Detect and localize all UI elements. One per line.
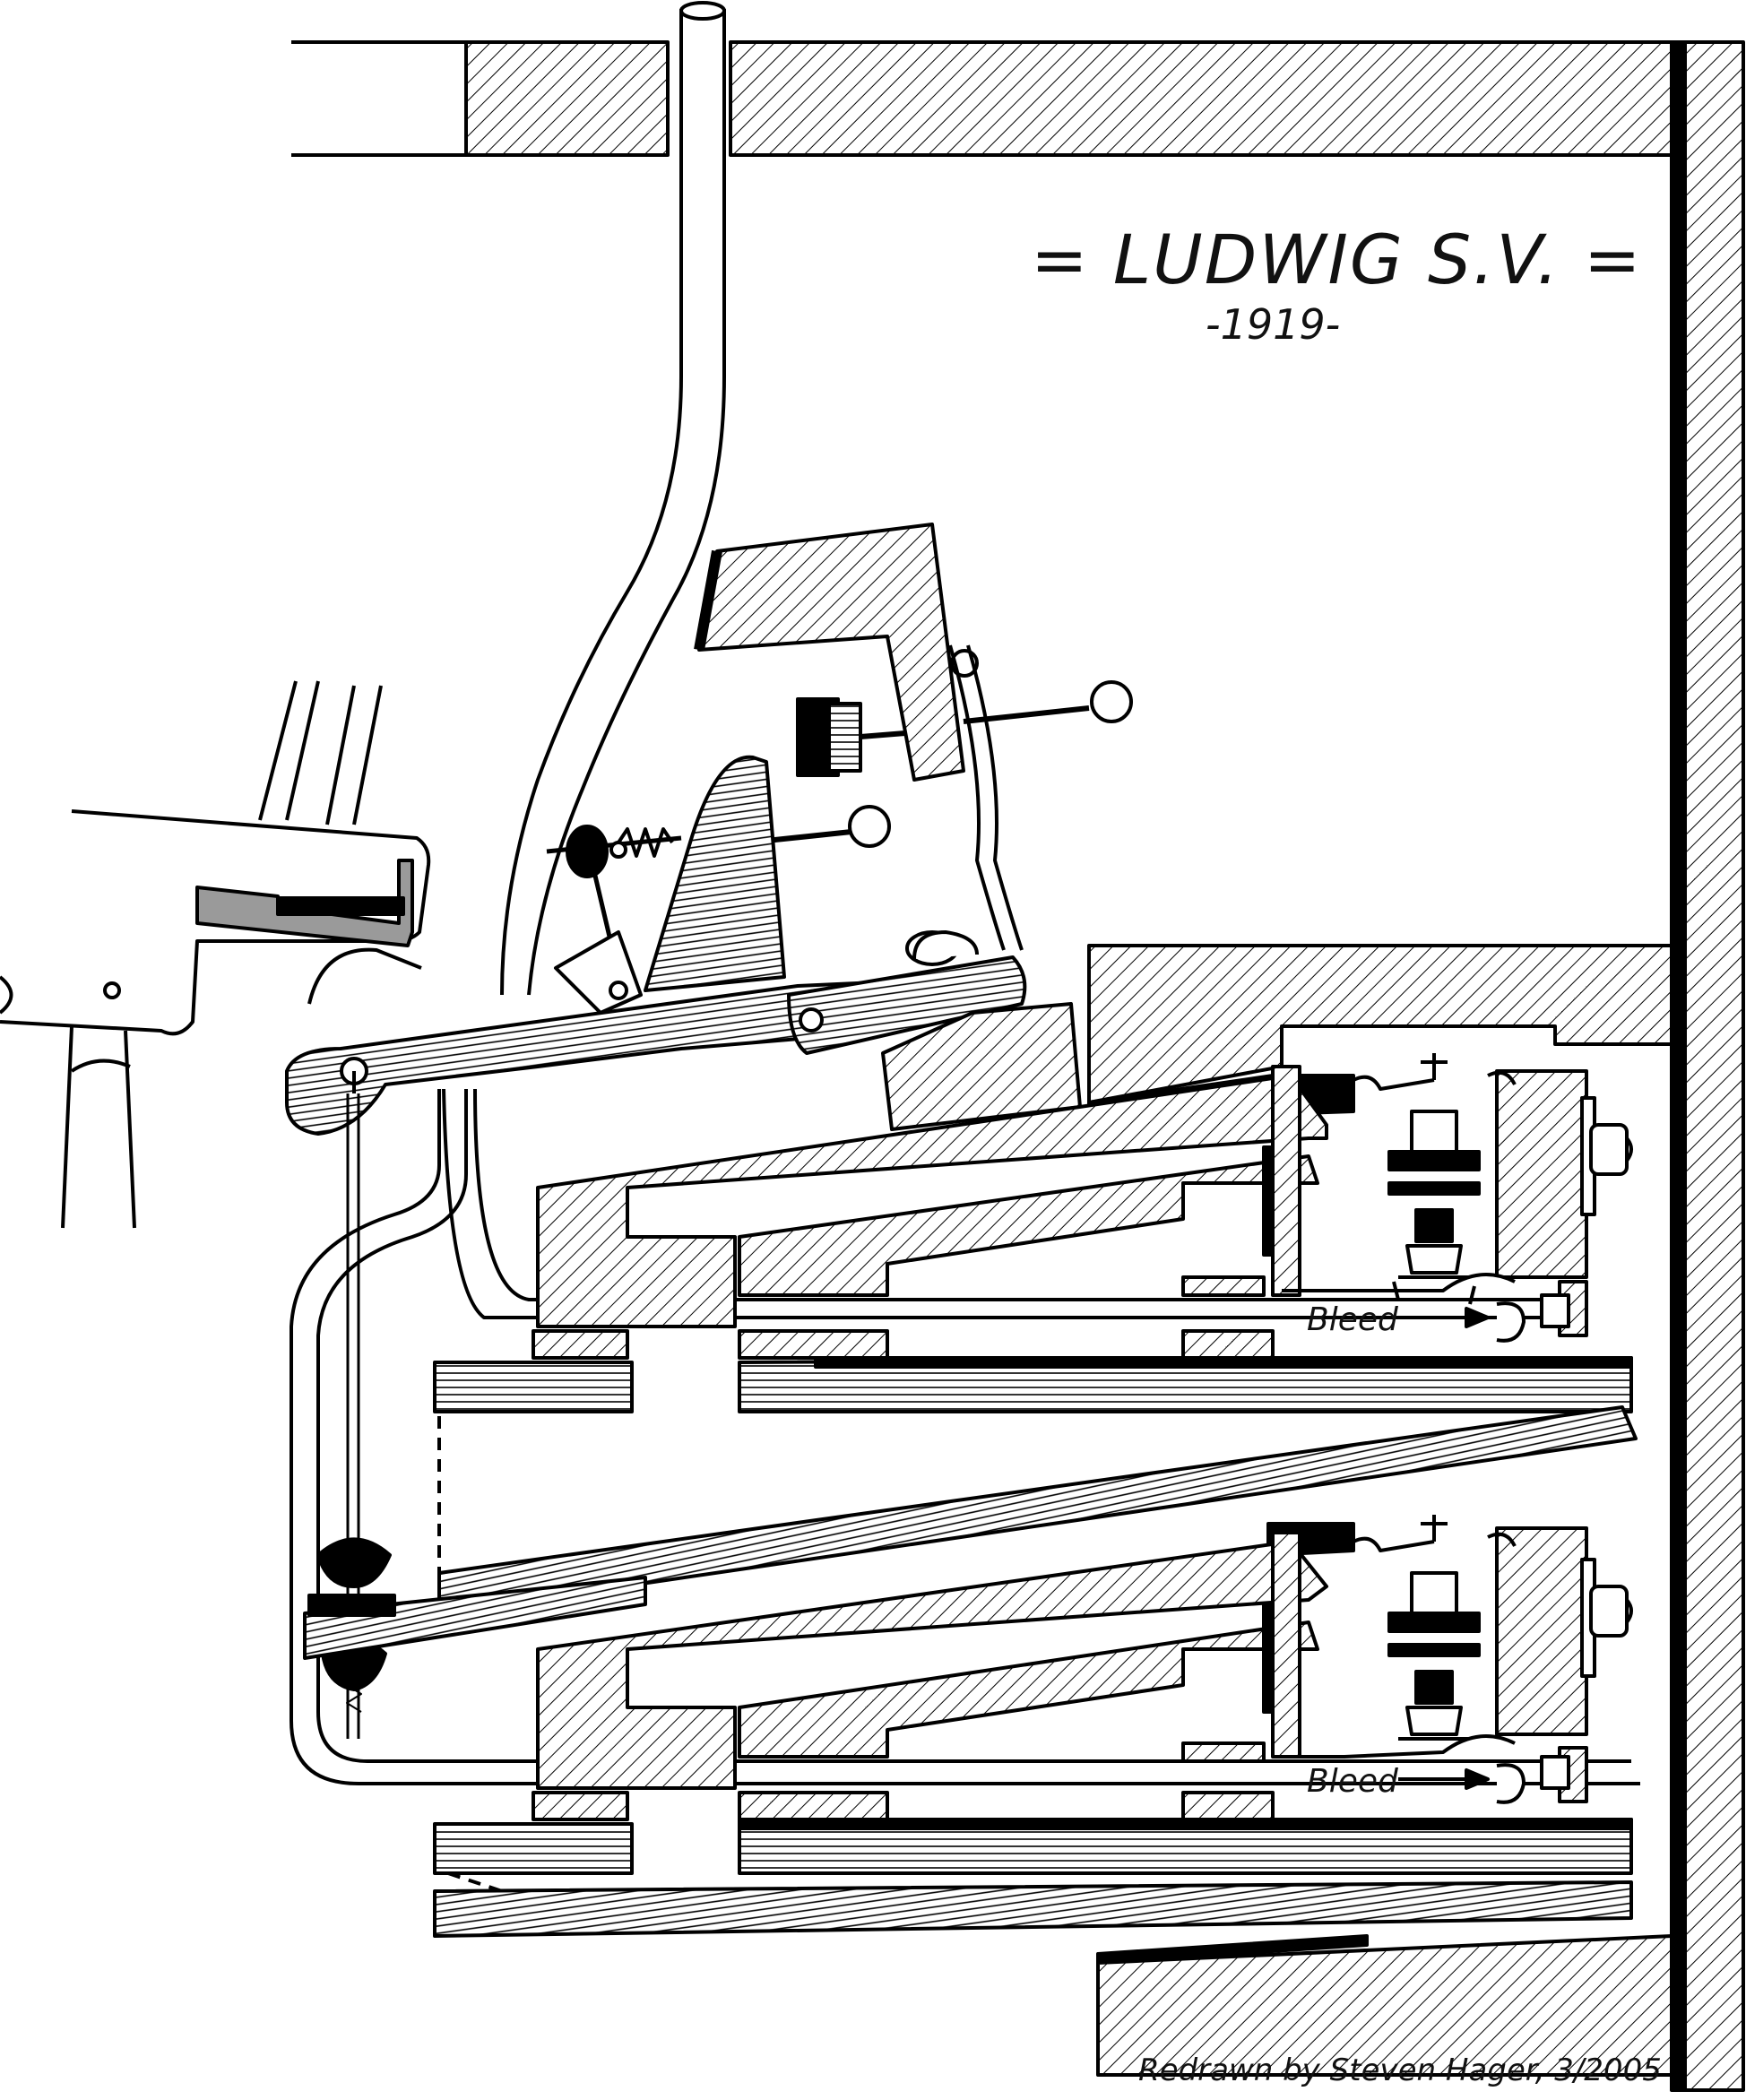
- upper-block: [694, 523, 965, 782]
- right-cabinet-wall: [1670, 40, 1745, 2092]
- bleed-label-lower: Bleed: [1307, 1763, 1398, 1800]
- feed-tube: [442, 1088, 1577, 1319]
- hinge-arm: [787, 930, 1027, 1055]
- pedal-rod: [500, 1, 726, 996]
- spring-adjuster: [546, 825, 682, 878]
- bleed-arrow-upper: [1398, 1301, 1526, 1343]
- upper-pouch-board: [433, 1329, 1633, 1413]
- rocker-link: [554, 860, 643, 1015]
- upper-pneumatic: [536, 1053, 1633, 1337]
- pivot-lever: [644, 755, 959, 992]
- diagram-title: = LUDWIG S.V. =: [1031, 220, 1643, 299]
- bleed-label-upper: Bleed: [1307, 1301, 1398, 1338]
- lower-pneumatic: [536, 1515, 1633, 1803]
- spring-leaf: [948, 644, 1024, 951]
- mid-cabinet-block: [1087, 944, 1673, 1104]
- top-rail: [291, 40, 1673, 157]
- bleed-arrow-lower: [1398, 1763, 1526, 1804]
- key-assembly: [0, 680, 431, 1229]
- slanted-lever: [303, 1405, 1638, 1660]
- knurled-knob: [796, 697, 906, 777]
- main-lever: [285, 980, 898, 1136]
- bottom-rail: [1096, 1934, 1673, 2077]
- credit-line: Redrawn by Steven Hager, 3/2005: [1138, 2052, 1662, 2088]
- lower-pouch-board: [433, 1791, 1633, 1938]
- support-block: [881, 1002, 1082, 1131]
- loop-tube: [290, 1089, 1640, 1785]
- hook-screw-middle: [765, 805, 891, 848]
- diagram-year: -1919-: [1206, 300, 1341, 349]
